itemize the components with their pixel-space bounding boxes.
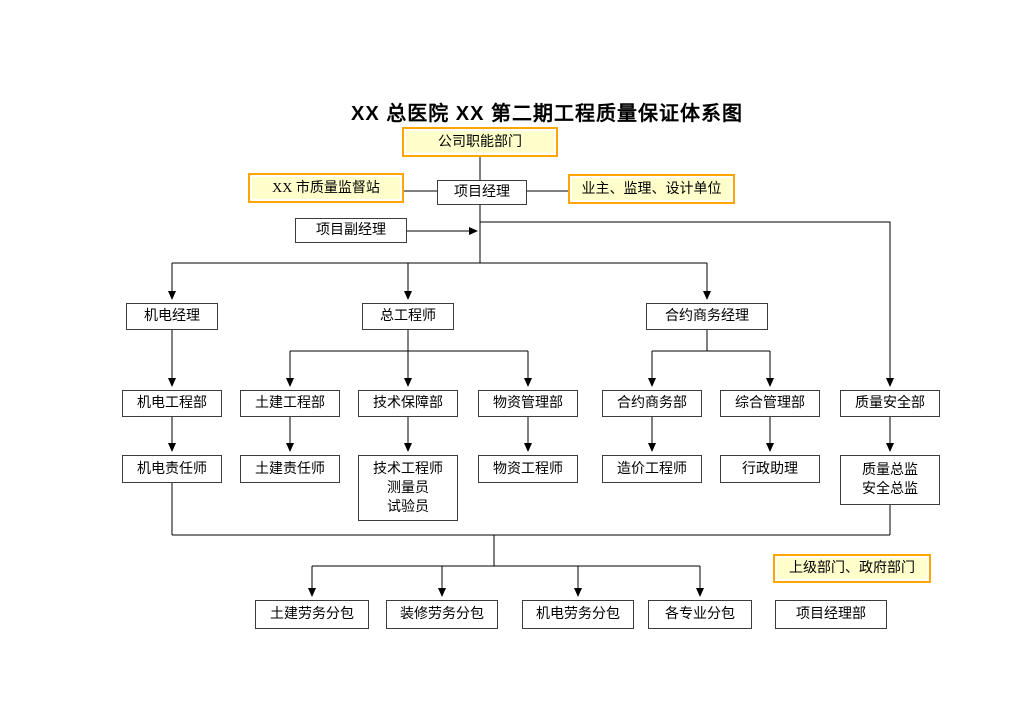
- node-label: 机电工程部: [137, 396, 207, 411]
- node-label: 各专业分包: [665, 607, 735, 622]
- node-contract-commerce-dept: 合约商务部: [602, 390, 702, 417]
- node-label: XX 市质量监督站: [272, 180, 380, 196]
- node-label: 项目副经理: [316, 223, 386, 238]
- node-label: 项目经理部: [796, 607, 866, 622]
- node-label: 行政助理: [742, 461, 798, 477]
- node-city-quality-supervision-station: XX 市质量监督站: [248, 173, 404, 203]
- node-label: 业主、监理、设计单位: [581, 181, 722, 197]
- node-label: 测量员: [387, 480, 429, 496]
- node-material-management-dept: 物资管理部: [478, 390, 578, 417]
- diagram-title: XX 总医院 XX 第二期工程质量保证体系图: [350, 103, 744, 125]
- node-label: 试验员: [387, 499, 429, 515]
- node-label: 上级部门、政府部门: [789, 561, 915, 576]
- node-label: 质量安全部: [855, 396, 925, 411]
- node-general-management-dept: 综合管理部: [720, 390, 820, 417]
- node-label: 土建责任师: [255, 461, 325, 477]
- node-contract-commerce-manager: 合约商务经理: [646, 303, 768, 330]
- node-label: 技术工程师: [373, 461, 443, 477]
- node-project-manager: 项目经理: [437, 180, 527, 205]
- node-label: 装修劳务分包: [400, 607, 484, 622]
- node-label: 总工程师: [380, 309, 436, 324]
- node-civil-labor-subcontract: 土建劳务分包: [255, 600, 369, 629]
- node-label: 物资工程师: [493, 461, 563, 477]
- node-quality-safety-directors: 质量总监 安全总监: [840, 455, 940, 505]
- node-civil-responsible-engineer: 土建责任师: [240, 455, 340, 483]
- node-quality-safety-dept: 质量安全部: [840, 390, 940, 417]
- node-label: 合约商务经理: [665, 309, 749, 324]
- node-project-manager-dept: 项目经理部: [775, 600, 887, 629]
- node-label: 机电经理: [144, 309, 200, 324]
- node-chief-engineer: 总工程师: [362, 303, 454, 330]
- node-label: 造价工程师: [617, 461, 687, 477]
- node-me-labor-subcontract: 机电劳务分包: [522, 600, 634, 629]
- node-superior-government-departments: 上级部门、政府部门: [773, 554, 931, 583]
- node-label: 安全总监: [862, 482, 918, 497]
- node-label: 项目经理: [454, 185, 510, 200]
- node-me-responsible-engineer: 机电责任师: [122, 455, 222, 483]
- node-decoration-labor-subcontract: 装修劳务分包: [386, 600, 498, 629]
- node-label: 公司职能部门: [438, 134, 522, 150]
- node-specialty-subcontract: 各专业分包: [648, 600, 752, 629]
- node-deputy-project-manager: 项目副经理: [295, 218, 407, 243]
- node-cost-engineer: 造价工程师: [602, 455, 702, 483]
- node-me-engineering-dept: 机电工程部: [122, 390, 222, 417]
- node-label: 综合管理部: [735, 396, 805, 411]
- node-label: 机电责任师: [137, 461, 207, 477]
- node-tech-engineer-surveyor-tester: 技术工程师 测量员 试验员: [358, 455, 458, 521]
- node-label: 质量总监: [862, 463, 918, 478]
- node-label: 物资管理部: [493, 396, 563, 411]
- node-label: 土建工程部: [255, 396, 325, 411]
- node-company-functional-departments: 公司职能部门: [402, 127, 558, 157]
- node-label: 合约商务部: [617, 396, 687, 411]
- node-label: 机电劳务分包: [536, 607, 620, 622]
- node-label: 技术保障部: [373, 396, 443, 411]
- node-me-manager: 机电经理: [126, 303, 218, 330]
- node-owner-supervisor-design-units: 业主、监理、设计单位: [568, 174, 735, 204]
- node-tech-support-dept: 技术保障部: [358, 390, 458, 417]
- node-label: 土建劳务分包: [270, 607, 354, 622]
- node-admin-assistant: 行政助理: [720, 455, 820, 483]
- node-civil-engineering-dept: 土建工程部: [240, 390, 340, 417]
- node-material-engineer: 物资工程师: [478, 455, 578, 483]
